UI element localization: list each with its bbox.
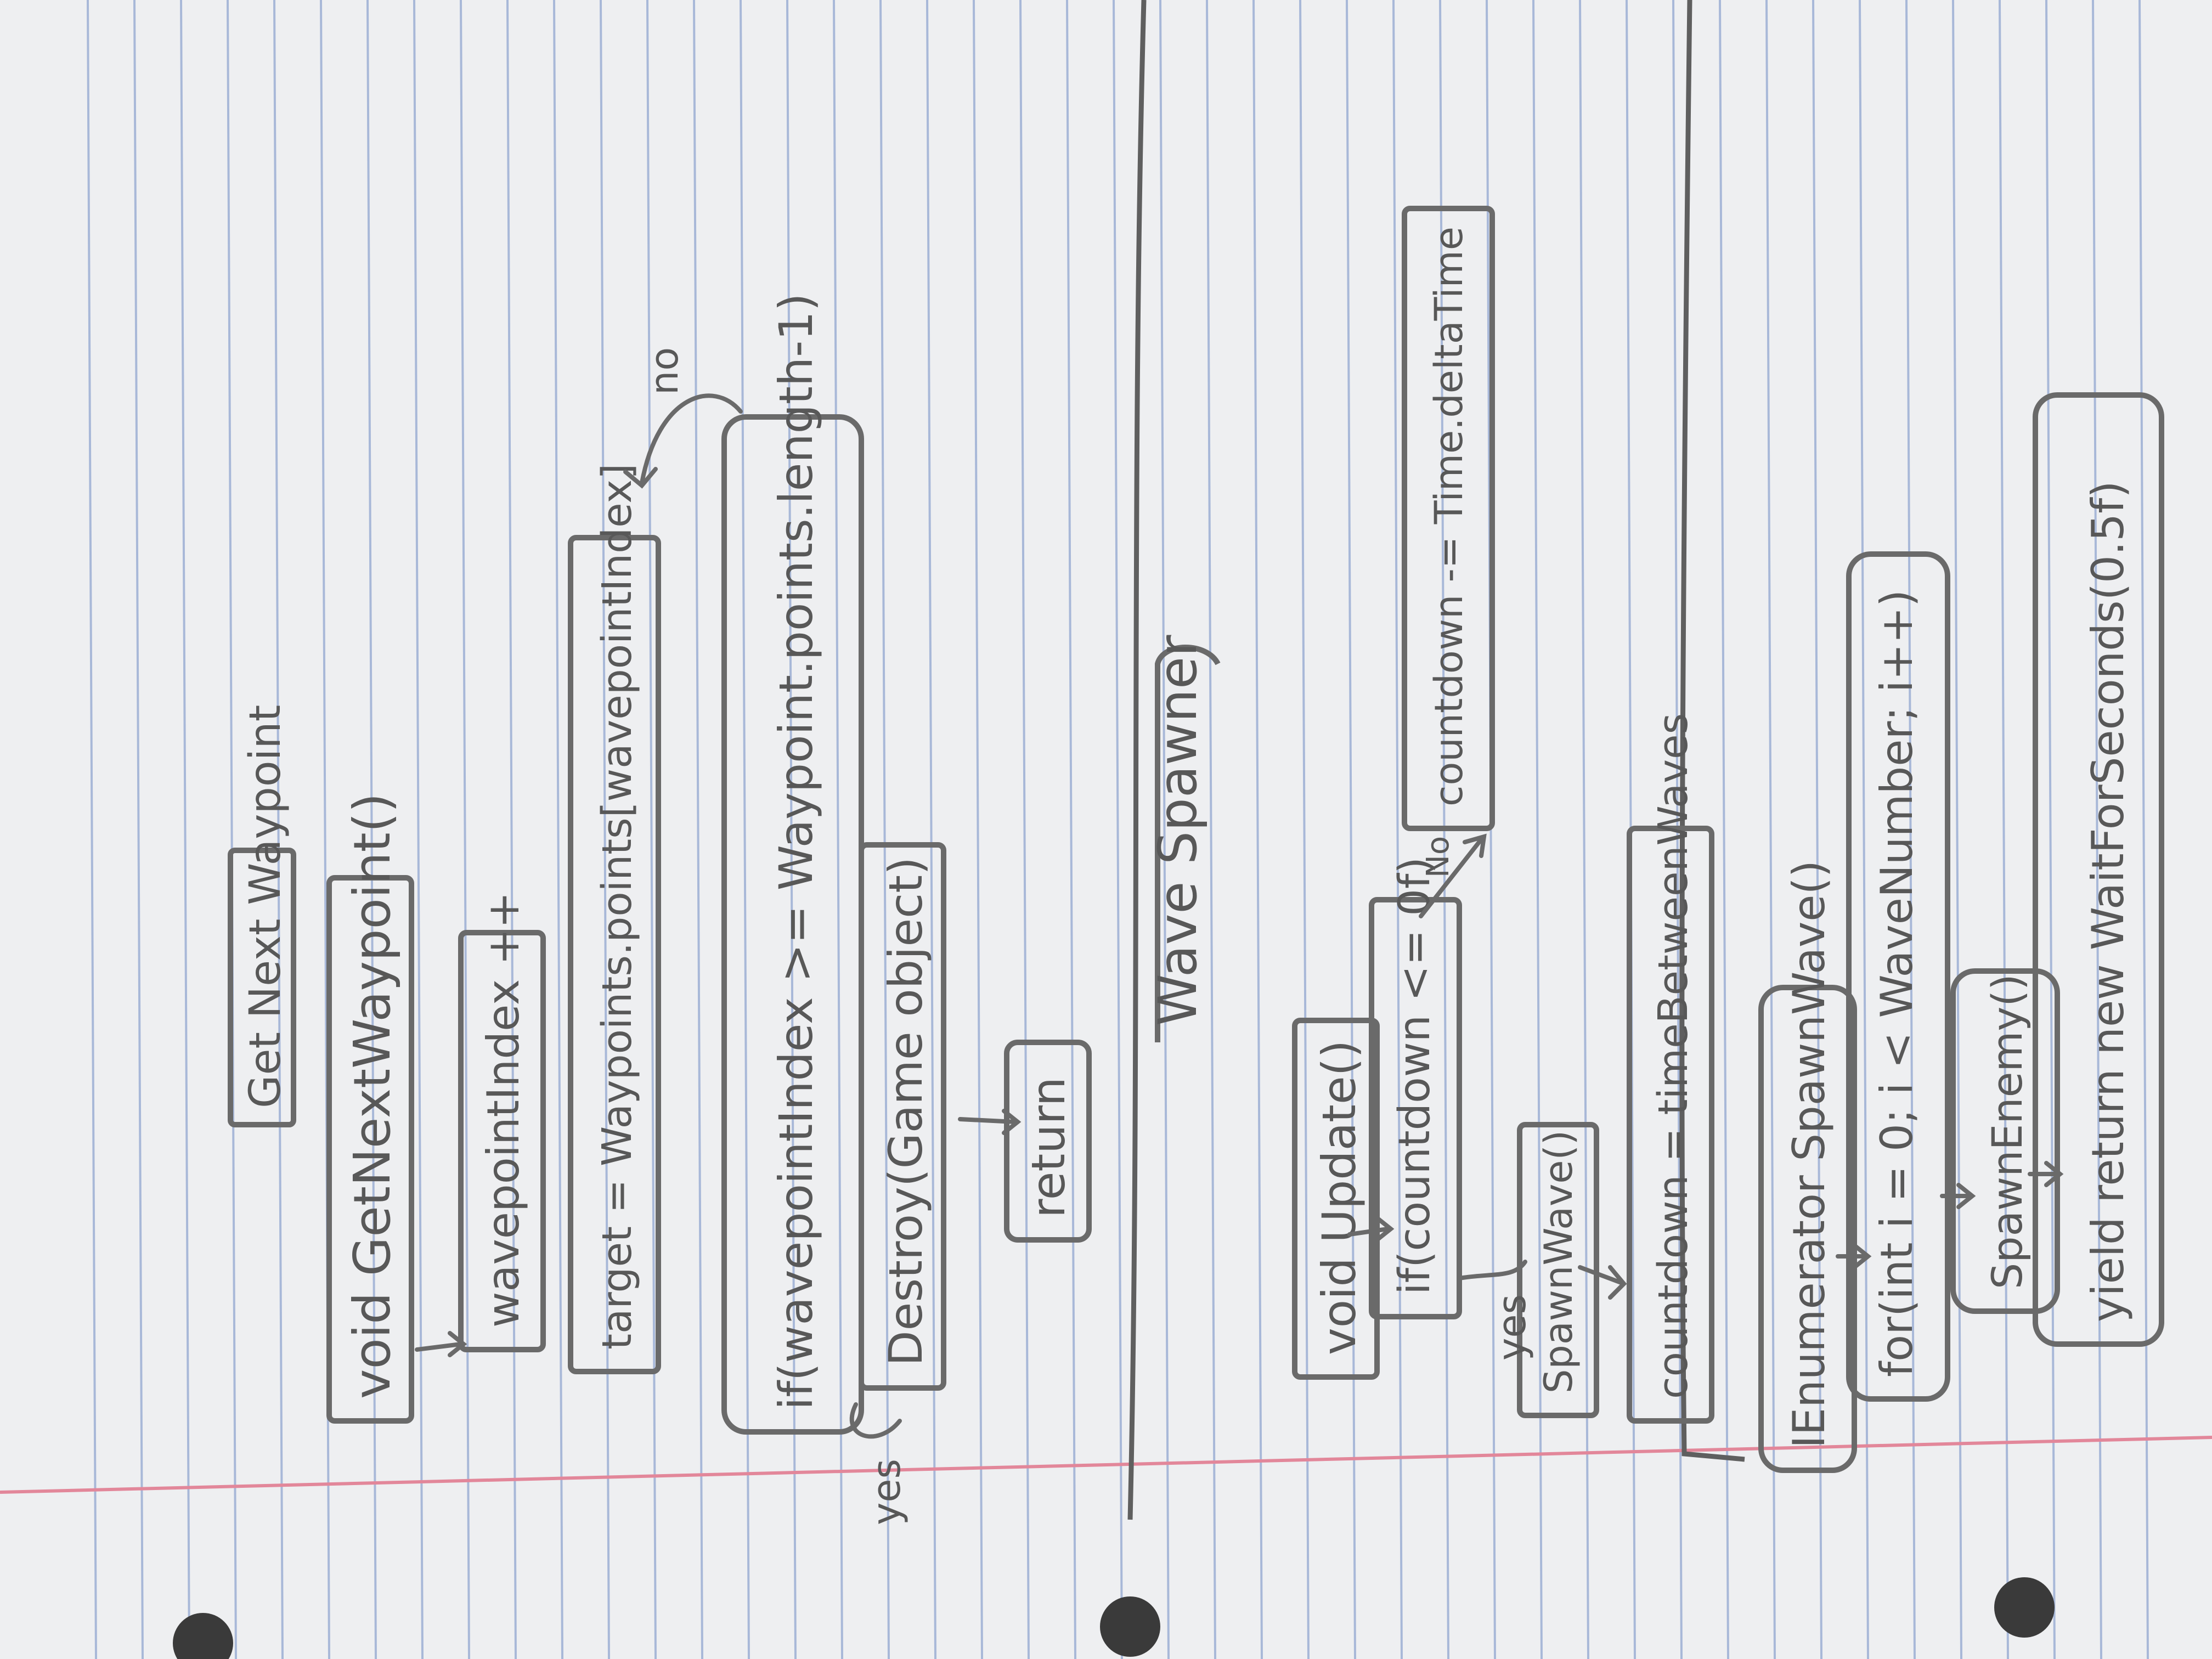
node-return-text: return <box>1022 1077 1075 1218</box>
node-if-countdown-text: if(countdown <= 0f) <box>1390 857 1440 1295</box>
label-no: no <box>642 347 687 395</box>
section2-title-text: Wave Spawner <box>1147 635 1209 1026</box>
node-spawnenemy: SpawnEnemy() <box>1950 968 2060 1314</box>
svg-text:yes: yes <box>864 1459 909 1525</box>
node-for-loop-text: for(int i = 0; i < WaveNumber; i++) <box>1871 590 1922 1377</box>
svg-text:yes: yes <box>1489 1294 1534 1361</box>
punch-hole <box>1100 1596 1160 1657</box>
arrow-loop-to-spawnenemy <box>1940 1183 1976 1209</box>
node-spawnenemy-text: SpawnEnemy() <box>1983 974 2032 1289</box>
node-if-countdown: if(countdown <= 0f) <box>1369 857 1462 1319</box>
node-target: target = Waypoints.points[wavepointIndex… <box>568 464 661 1374</box>
margin-line <box>0 1436 2212 1494</box>
node-target-text: target = Waypoints.points[wavepointIndex… <box>594 464 641 1350</box>
section1-title: Get Next Waypoint <box>228 705 296 1127</box>
node-decrement-text: countdown -= Time.deltaTime <box>1426 227 1471 806</box>
node-method: void GetNextWaypoint() <box>326 793 414 1424</box>
ruled-lines <box>87 0 2149 1659</box>
section-spawnwave-coroutine: IEnumerator SpawnWave() for(int i = 0; i… <box>1758 392 2164 1473</box>
node-spawnwave-call-text: SpawnWave() <box>1536 1130 1581 1393</box>
arrow-spawnwave-to-reset <box>1578 1265 1627 1300</box>
node-decrement: countdown -= Time.deltaTime <box>1402 206 1495 831</box>
section-wave-spawner: Wave Spawner void Update() if(countdown … <box>1147 206 1714 1424</box>
node-destroy-text: Destroy(Game object) <box>879 857 933 1366</box>
section-divider <box>1127 0 1147 1520</box>
punch-hole <box>173 1613 233 1659</box>
section-get-next-waypoint: Get Next Waypoint void GetNextWaypoint()… <box>228 293 1092 1525</box>
node-yield: yield return new WaitForSeconds(0.5f) <box>2033 392 2164 1347</box>
section1-title-text: Get Next Waypoint <box>241 705 290 1108</box>
arrow-update-to-if <box>1347 1216 1395 1242</box>
arrow-method-to-increment <box>415 1331 467 1357</box>
section2-title: Wave Spawner <box>1147 635 1221 1042</box>
arrow-spawnenemy-to-yield <box>2028 1161 2064 1187</box>
arrow-condition-no <box>623 393 743 489</box>
arrow-if-yes <box>1457 1260 1527 1280</box>
node-ienumerator: IEnumerator SpawnWave() <box>1758 860 1857 1473</box>
svg-text:no: no <box>642 347 687 395</box>
node-for-loop: for(int i = 0; i < WaveNumber; i++) <box>1846 551 1950 1402</box>
arrow-condition-yes <box>849 1402 902 1439</box>
node-reset-countdown: countdown = timeBetweenWaves <box>1627 713 1714 1424</box>
node-update-text: void Update() <box>1312 1040 1366 1355</box>
arrow-destroy-to-return <box>958 1109 1022 1135</box>
arrow-if-no <box>1419 833 1487 918</box>
label-yes: yes <box>864 1459 909 1525</box>
svg-text:No: No <box>1420 836 1456 878</box>
node-reset-countdown-text: countdown = timeBetweenWaves <box>1650 713 1697 1399</box>
node-increment-text: wavepointIndex ++ <box>478 891 529 1328</box>
arrow-coroutine-to-loop <box>1836 1243 1872 1269</box>
node-increment: wavepointIndex ++ <box>458 891 546 1352</box>
node-method-text: void GetNextWaypoint() <box>343 793 402 1399</box>
node-destroy: Destroy(Game object) <box>859 842 946 1391</box>
punch-hole <box>1994 1577 2055 1638</box>
node-condition-text: if(wavepointIndex >= Waypoint.points.len… <box>769 293 823 1410</box>
node-update: void Update() <box>1292 1018 1380 1380</box>
label-no-2: No <box>1420 836 1456 878</box>
node-yield-text: yield return new WaitForSeconds(0.5f) <box>2083 481 2134 1322</box>
section-divider <box>1679 0 1745 1462</box>
node-ienumerator-text: IEnumerator SpawnWave() <box>1784 860 1835 1448</box>
node-spawnwave-call: SpawnWave() <box>1517 1122 1599 1418</box>
node-return: return <box>1004 1040 1092 1243</box>
label-yes-2: yes <box>1489 1294 1534 1361</box>
